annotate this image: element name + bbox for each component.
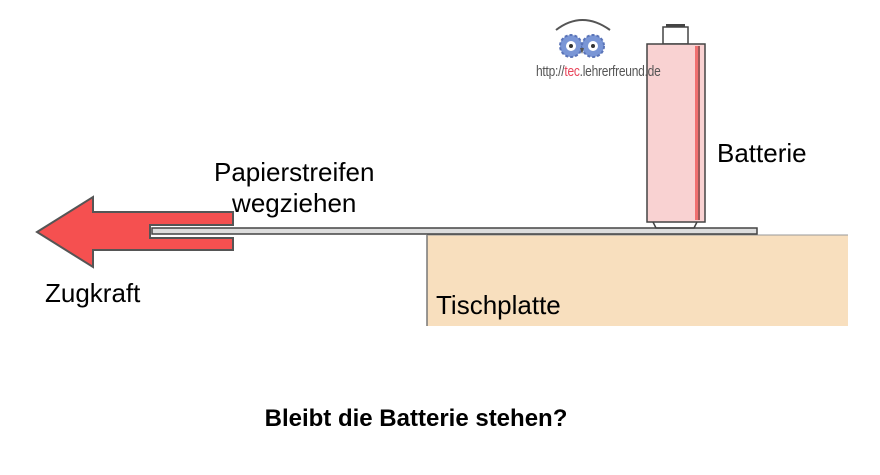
owl-logo-icon [555, 19, 611, 58]
paper-strip [151, 227, 758, 235]
url-highlight: tec [564, 63, 580, 80]
battery [646, 24, 706, 229]
strip-label: Papierstreifen wegziehen [214, 157, 374, 219]
strip-label-line2: wegziehen [232, 188, 357, 218]
table-label: Tischplatte [436, 290, 561, 320]
question-text: Bleibt die Batterie stehen? [264, 405, 568, 432]
pull-arrow [35, 195, 234, 269]
url-suffix: .lehrerfreund.de [579, 63, 661, 80]
table-top [426, 234, 848, 326]
url-prefix: http:// [536, 63, 565, 80]
battery-label: Batterie [717, 138, 807, 168]
watermark-url: http://tec.lehrerfreund.de [536, 63, 661, 80]
force-label: Zugkraft [45, 278, 141, 308]
strip-label-line1: Papierstreifen [214, 157, 375, 187]
